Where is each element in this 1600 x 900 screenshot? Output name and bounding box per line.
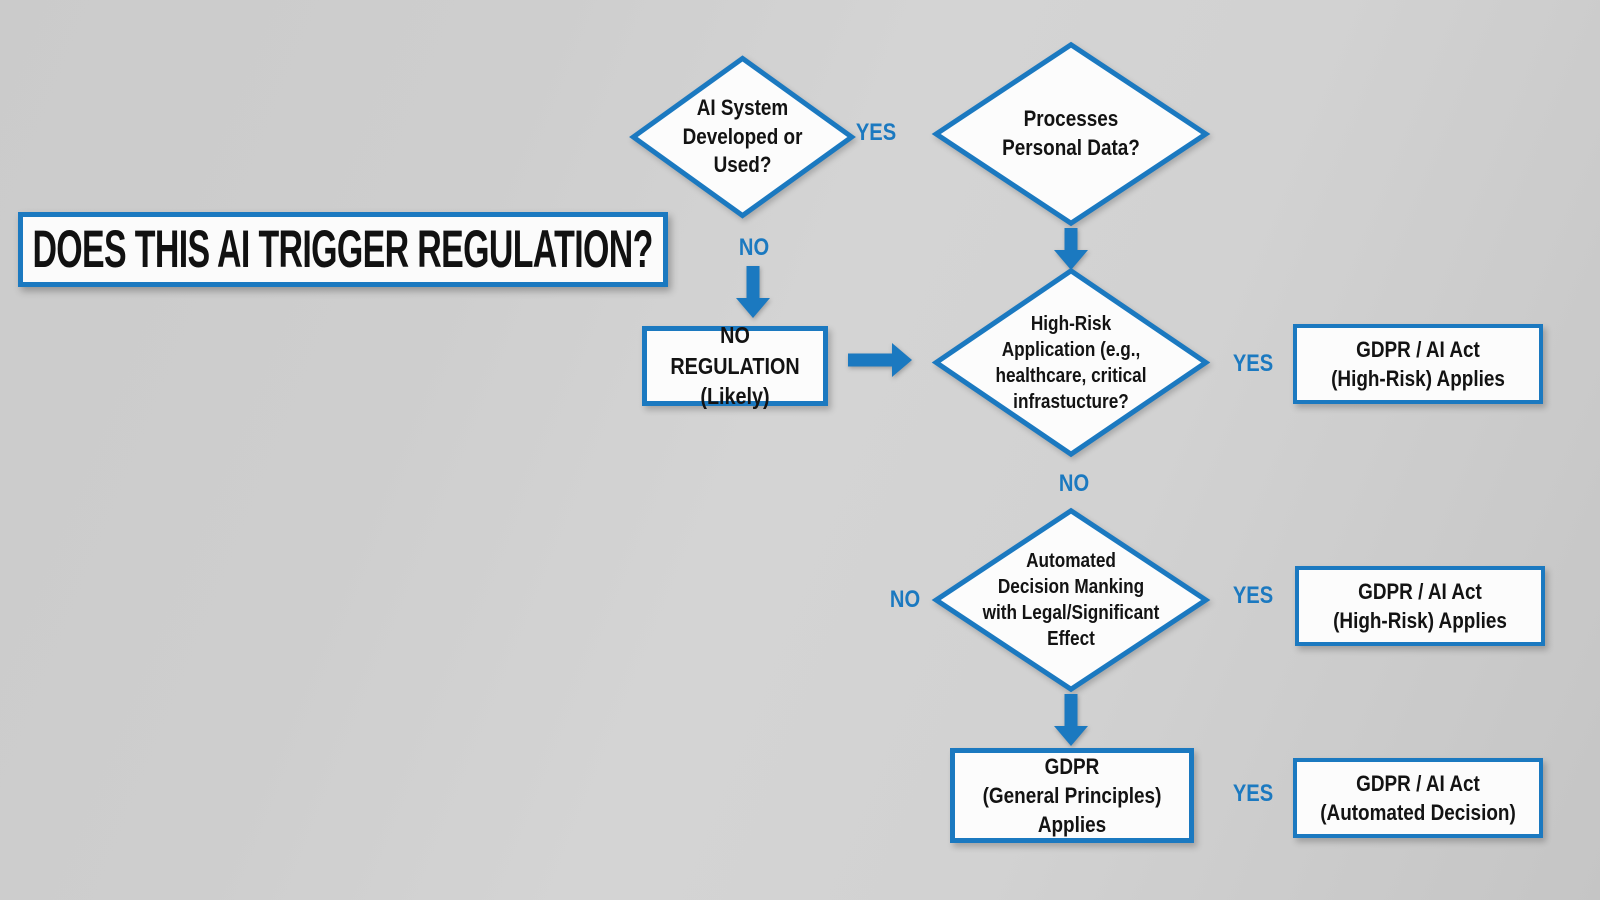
outcome-gdpr-high-risk-2-label: GDPR / AI Act (High-Risk) Applies	[1333, 578, 1507, 633]
decision-ai-system: AI System Developed or Used?	[630, 56, 855, 218]
outcome-gdpr-general: GDPR (General Principles) Applies	[950, 748, 1194, 843]
outcome-gdpr-high-risk-1-label: GDPR / AI Act (High-Risk) Applies	[1331, 336, 1505, 391]
decision-personal-data: Processes Personal Data?	[932, 42, 1210, 226]
decision-personal-data-label: Processes Personal Data?	[1002, 106, 1140, 160]
arrow-automated-down-icon	[1054, 694, 1088, 746]
decision-ai-system-label: AI System Developed or Used?	[682, 95, 803, 178]
edge-label-yes-high-risk: YES	[1232, 350, 1274, 377]
decision-automated-label: Automated Decision Manking with Legal/Si…	[982, 550, 1160, 650]
outcome-no-regulation-label: NO REGULATION (Likely)	[670, 322, 800, 410]
arrow-no-regulation-down-icon	[736, 266, 770, 318]
decision-high-risk: High-Risk Application (e.g., healthcare,…	[932, 268, 1210, 457]
edge-label-yes-automated: YES	[1232, 582, 1274, 609]
diamond-shape	[932, 508, 1210, 692]
outcome-gdpr-high-risk-2: GDPR / AI Act (High-Risk) Applies	[1295, 566, 1545, 646]
edge-label-yes-general-to-automated: YES	[1232, 780, 1274, 807]
outcome-gdpr-high-risk-1: GDPR / AI Act (High-Risk) Applies	[1293, 324, 1543, 404]
edge-label-no-ai-down: NO	[738, 234, 770, 261]
diamond-shape	[932, 42, 1210, 226]
outcome-gdpr-automated: GDPR / AI Act (Automated Decision)	[1293, 758, 1543, 838]
page-title-box: DOES THIS AI TRIGGER REGULATION?	[18, 212, 668, 287]
diamond-shape	[630, 56, 855, 218]
edge-label-no-high-risk-down: NO	[1058, 470, 1090, 497]
outcome-no-regulation: NO REGULATION (Likely)	[642, 322, 828, 409]
decision-high-risk-label: High-Risk Application (e.g., healthcare,…	[995, 312, 1147, 413]
page-title: DOES THIS AI TRIGGER REGULATION?	[32, 220, 654, 279]
edge-label-yes-ai-to-personal: YES	[855, 119, 897, 146]
edge-label-no-automated-left: NO	[889, 586, 921, 613]
arrow-personal-data-down-icon	[1054, 228, 1088, 270]
decision-automated: Automated Decision Manking with Legal/Si…	[932, 508, 1210, 692]
diamond-shape	[932, 268, 1210, 457]
arrow-no-regulation-right-icon	[848, 343, 912, 377]
outcome-gdpr-automated-label: GDPR / AI Act (Automated Decision)	[1320, 770, 1516, 825]
outcome-gdpr-general-label: GDPR (General Principles) Applies	[982, 753, 1162, 838]
